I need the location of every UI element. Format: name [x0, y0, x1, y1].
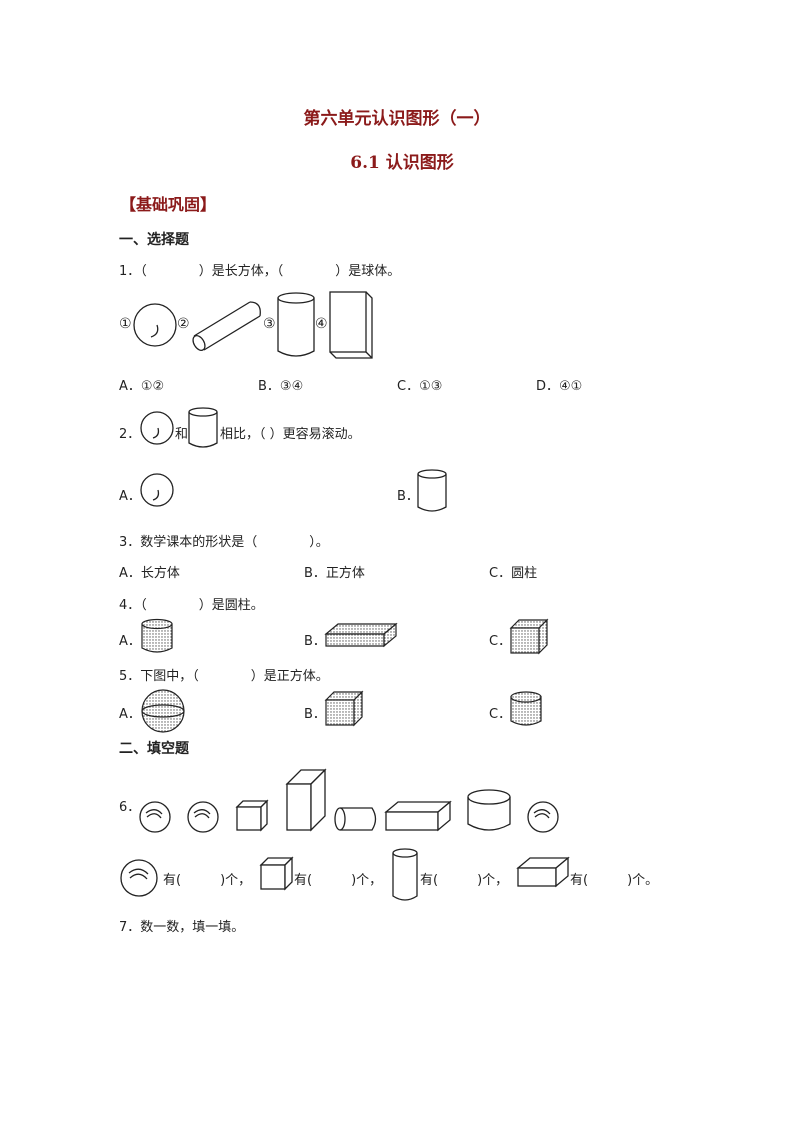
part-heading-choice: 一、选择题: [119, 232, 189, 248]
cuboid-count-icon: [516, 856, 570, 888]
sphere-figure: [133, 303, 177, 347]
q2-option-b[interactable]: B．: [397, 489, 419, 504]
shaded-cylinder-option-icon: [510, 691, 542, 726]
q4-option-c[interactable]: C．: [489, 634, 512, 649]
shaded-sphere-icon: [141, 689, 185, 733]
question-4-text: 4．（ ）是圆柱。: [119, 598, 264, 613]
q3-option-c[interactable]: C．圆柱: [489, 566, 538, 581]
shaded-cylinder-icon: [141, 618, 173, 653]
q1-option-d[interactable]: D．④①: [536, 379, 583, 394]
q6-blank-cylinder[interactable]: 有( )个，: [420, 873, 509, 888]
cylinder-lying-figure: [192, 301, 261, 351]
q3-option-b[interactable]: B．正方体: [304, 566, 365, 581]
q3-option-a[interactable]: A．长方体: [119, 566, 180, 581]
q1-option-b[interactable]: B．③④: [258, 379, 304, 394]
question-2-suffix: 相比，（ ）更容易滚动。: [220, 427, 361, 442]
q6-blank-ball[interactable]: 有( )个，: [163, 873, 252, 888]
cylinder-standing-figure: [277, 292, 315, 357]
q1-label-2: ②: [177, 316, 190, 332]
lying-cylinder-icon: [334, 807, 377, 831]
ball-icon-2: [187, 801, 219, 833]
q5-option-a[interactable]: A．: [119, 707, 141, 722]
sphere-icon: [140, 411, 174, 445]
wide-cylinder-icon: [467, 789, 511, 831]
page-title: 第六单元认识图形（一）: [303, 109, 491, 129]
cylinder-count-icon: [392, 848, 418, 901]
question-1-text: 1．（ ）是长方体，（ ）是球体。: [119, 264, 401, 279]
q6-blank-cube[interactable]: 有( )个，: [294, 873, 383, 888]
question-2-prefix: 2．: [119, 427, 141, 442]
ball-icon-1: [139, 801, 171, 833]
q1-option-c[interactable]: C．①③: [397, 379, 443, 394]
q4-option-a[interactable]: A．: [119, 634, 141, 649]
cylinder-icon: [188, 407, 218, 448]
cylinder-option-icon: [417, 469, 447, 512]
ball-icon-3: [527, 801, 559, 833]
q6-blank-cuboid[interactable]: 有( )个。: [570, 873, 659, 888]
q1-option-a[interactable]: A．①②: [119, 379, 165, 394]
question-2-mid: 和: [175, 427, 189, 442]
q1-label-1: ①: [119, 316, 132, 332]
question-7-text: 7．数一数，填一填。: [119, 920, 245, 935]
ball-count-icon: [120, 859, 158, 897]
q4-option-b[interactable]: B．: [304, 634, 326, 649]
tall-cuboid-icon: [285, 768, 327, 832]
q1-label-4: ④: [315, 316, 328, 332]
part-heading-fill: 二、填空题: [119, 741, 189, 757]
cuboid-standing-figure: [329, 291, 373, 359]
sphere-option-icon: [140, 473, 174, 507]
section-heading: 【基础巩固】: [120, 195, 217, 214]
shaded-cube-option-icon: [324, 690, 364, 727]
q5-option-b[interactable]: B．: [304, 707, 326, 722]
cube-icon-1: [235, 799, 269, 832]
shaded-cube-icon: [509, 618, 549, 655]
q1-label-3: ③: [263, 316, 276, 332]
q5-option-c[interactable]: C．: [489, 707, 512, 722]
question-5-text: 5．下图中，（ ）是正方体。: [119, 669, 329, 684]
question-3-text: 3．数学课本的形状是（ ）。: [119, 535, 329, 550]
question-6-prefix: 6．: [119, 800, 141, 815]
shaded-flat-cuboid-icon: [324, 622, 398, 648]
page-subtitle: 6.1 认识图形: [350, 153, 454, 173]
cube-count-icon: [259, 856, 294, 891]
q2-option-a[interactable]: A．: [119, 489, 141, 504]
flat-cuboid-icon: [384, 800, 452, 832]
